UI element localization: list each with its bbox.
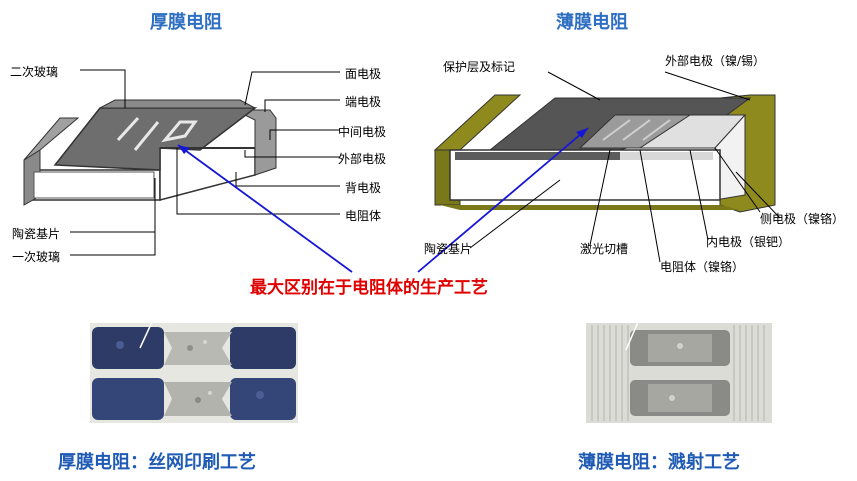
thick-film-leader-lines	[70, 69, 340, 256]
label-outer-electrode-thick: 外部电极	[338, 152, 387, 166]
thick-film-process-caption: 厚膜电阻：丝网印刷工艺	[58, 452, 256, 473]
label-ceramic-substrate-thick: 陶瓷基片	[12, 227, 61, 241]
label-primary-glass: 一次玻璃	[12, 250, 61, 264]
label-end-electrode: 端电极	[345, 95, 382, 109]
label-protective-layer: 保护层及标记	[443, 60, 516, 74]
label-inner-electrode: 内电极（银钯）	[706, 235, 791, 249]
label-side-electrode: 侧电极（镍铬）	[760, 212, 845, 226]
label-top-electrode: 面电极	[345, 67, 382, 81]
thick-film-resistor-illustration	[23, 99, 277, 206]
thin-film-process-caption: 薄膜电阻：溅射工艺	[578, 452, 740, 473]
thin-film-title: 薄膜电阻	[556, 12, 628, 33]
label-secondary-glass: 二次玻璃	[10, 65, 59, 79]
thin-film-resistor-illustration	[433, 94, 776, 213]
label-middle-electrode: 中间电极	[338, 125, 387, 139]
thick-film-micrograph	[90, 321, 298, 423]
label-outer-electrode-thin: 外部电极（镍/锡）	[665, 54, 766, 68]
label-resistor-body-thin: 电阻体（镍铬）	[660, 260, 745, 274]
arrowhead-left-icon	[178, 145, 190, 154]
label-resistor-body-thick: 电阻体	[345, 209, 382, 223]
thin-film-leader-lines	[469, 71, 781, 263]
key-difference-arrows	[177, 127, 589, 273]
label-back-electrode: 背电极	[345, 181, 382, 195]
label-ceramic-substrate-thin: 陶瓷基片	[424, 242, 473, 256]
thin-film-micrograph	[586, 321, 772, 423]
key-difference-note: 最大区别在于电阻体的生产工艺	[250, 278, 488, 298]
label-laser-groove: 激光切槽	[580, 242, 629, 256]
arrowhead-right-icon	[576, 128, 588, 138]
thick-film-title: 厚膜电阻	[150, 12, 222, 33]
